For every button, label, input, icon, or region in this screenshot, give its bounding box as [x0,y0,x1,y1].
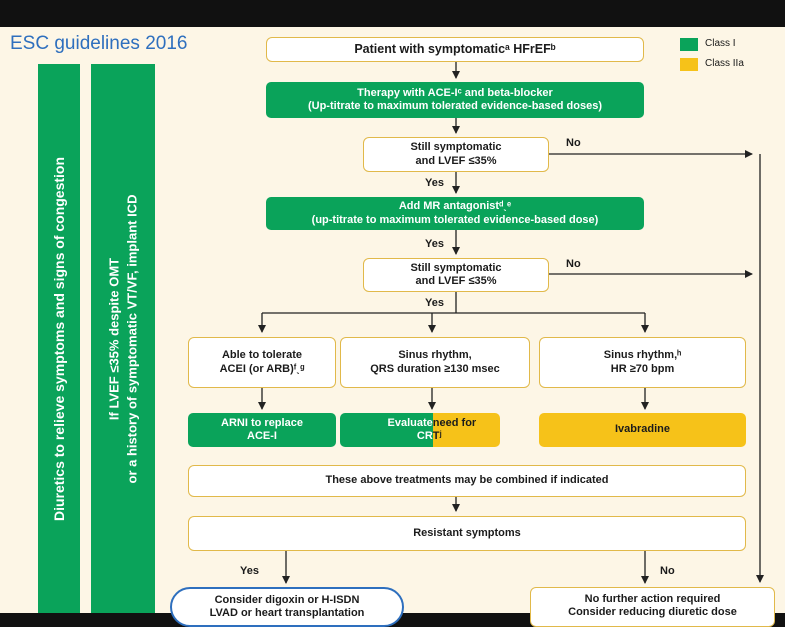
node-crt-line2: CR Tʲ [340,430,500,443]
node-consider-digoxin-line1: Consider digoxin or H-ISDN [214,594,360,606]
node-tolerate-acei-line1: Able to tolerate [221,349,303,362]
node-arni: ARNI to replace ACE-I [188,413,336,447]
node-sinus-hr-line2: HR ≥70 bpm [610,362,675,375]
node-question-2: Still symptomatic and LVEF ≤35% [363,258,549,292]
legend-label-class-i: Class I [705,38,736,49]
node-resistant: Resistant symptoms [188,516,746,551]
node-question-1: Still symptomatic and LVEF ≤35% [363,137,549,172]
node-ivabradine: Ivabradine [539,413,746,447]
node-no-further-action: No further action required Consider redu… [530,587,775,627]
node-therapy: Therapy with ACE-Iᶜ and beta-blocker (Up… [266,82,644,118]
node-crt: Evaluate need for CR Tʲ [340,413,500,447]
node-arni-line1: ARNI to replace [221,416,303,429]
node-mr-antagonist-line1: Add MR antagonistᵈˎᵉ [398,200,512,213]
node-sinus-qrs: Sinus rhythm, QRS duration ≥130 msec [340,337,530,388]
node-crt-line1-right: need for [432,416,477,429]
node-arni-line2: ACE-I [247,430,277,442]
node-question-1-line2: and LVEF ≤35% [415,154,497,167]
node-tolerate-acei: Able to tolerate ACEI (or ARB)ᶠˎᵍ [188,337,336,388]
node-sinus-qrs-line2: QRS duration ≥130 msec [370,362,500,375]
edge-label-no-3: No [660,565,675,577]
node-question-2-line2: and LVEF ≤35% [415,275,497,287]
node-question-1-line1: Still symptomatic [410,141,502,154]
node-sinus-hr: Sinus rhythm,ʰ HR ≥70 bpm [539,337,746,388]
legend-swatch-class-i [680,38,698,51]
node-crt-line1-left: Evaluate [387,416,433,429]
node-sinus-qrs-line1: Sinus rhythm, [398,349,472,362]
node-question-2-line1: Still symptomatic [410,261,502,274]
node-mr-antagonist-line2: (up-titrate to maximum tolerated evidenc… [311,213,599,226]
flow-connectors [258,62,764,584]
icd-bar: If LVEF ≤35% despite OMT or a history of… [91,64,155,613]
slide-title: ESC guidelines 2016 [10,33,188,54]
node-therapy-line1: Therapy with ACE-Iᶜ and beta-blocker [357,86,553,99]
node-consider-digoxin: Consider digoxin or H-ISDN LVAD or heart… [170,587,404,627]
edge-label-no-2: No [566,258,581,270]
edge-label-yes-3: Yes [425,297,444,309]
node-mr-antagonist: Add MR antagonistᵈˎᵉ (up-titrate to maxi… [266,197,644,230]
node-consider-digoxin-line2: LVAD or heart transplantation [209,607,365,620]
node-sinus-hr-line1: Sinus rhythm,ʰ [603,349,682,362]
edge-label-no-1: No [566,137,581,149]
stage: ESC guidelines 2016 Class I Class IIa Di… [0,27,785,627]
node-no-further-action-line1: No further action required [584,593,721,605]
edge-label-yes-1: Yes [425,177,444,189]
legend-swatch-class-iia [680,58,698,71]
node-tolerate-acei-line2: ACEI (or ARB)ᶠˎᵍ [219,362,305,375]
node-start: Patient with symptomaticᵃ HFrEFᵇ [266,37,644,62]
edge-label-yes-4: Yes [240,565,259,577]
diuretics-bar: Diuretics to relieve symptoms and signs … [38,64,80,613]
node-crt-line1: Evaluate need for [340,417,500,430]
node-therapy-line2: (Up-titrate to maximum tolerated evidenc… [307,100,602,112]
node-crt-line2-left: CR [416,430,433,442]
node-crt-line2-right: Tʲ [432,430,442,442]
legend-label-class-iia: Class IIa [705,58,744,69]
node-combined: These above treatments may be combined i… [188,465,746,497]
edge-label-yes-2: Yes [425,238,444,250]
